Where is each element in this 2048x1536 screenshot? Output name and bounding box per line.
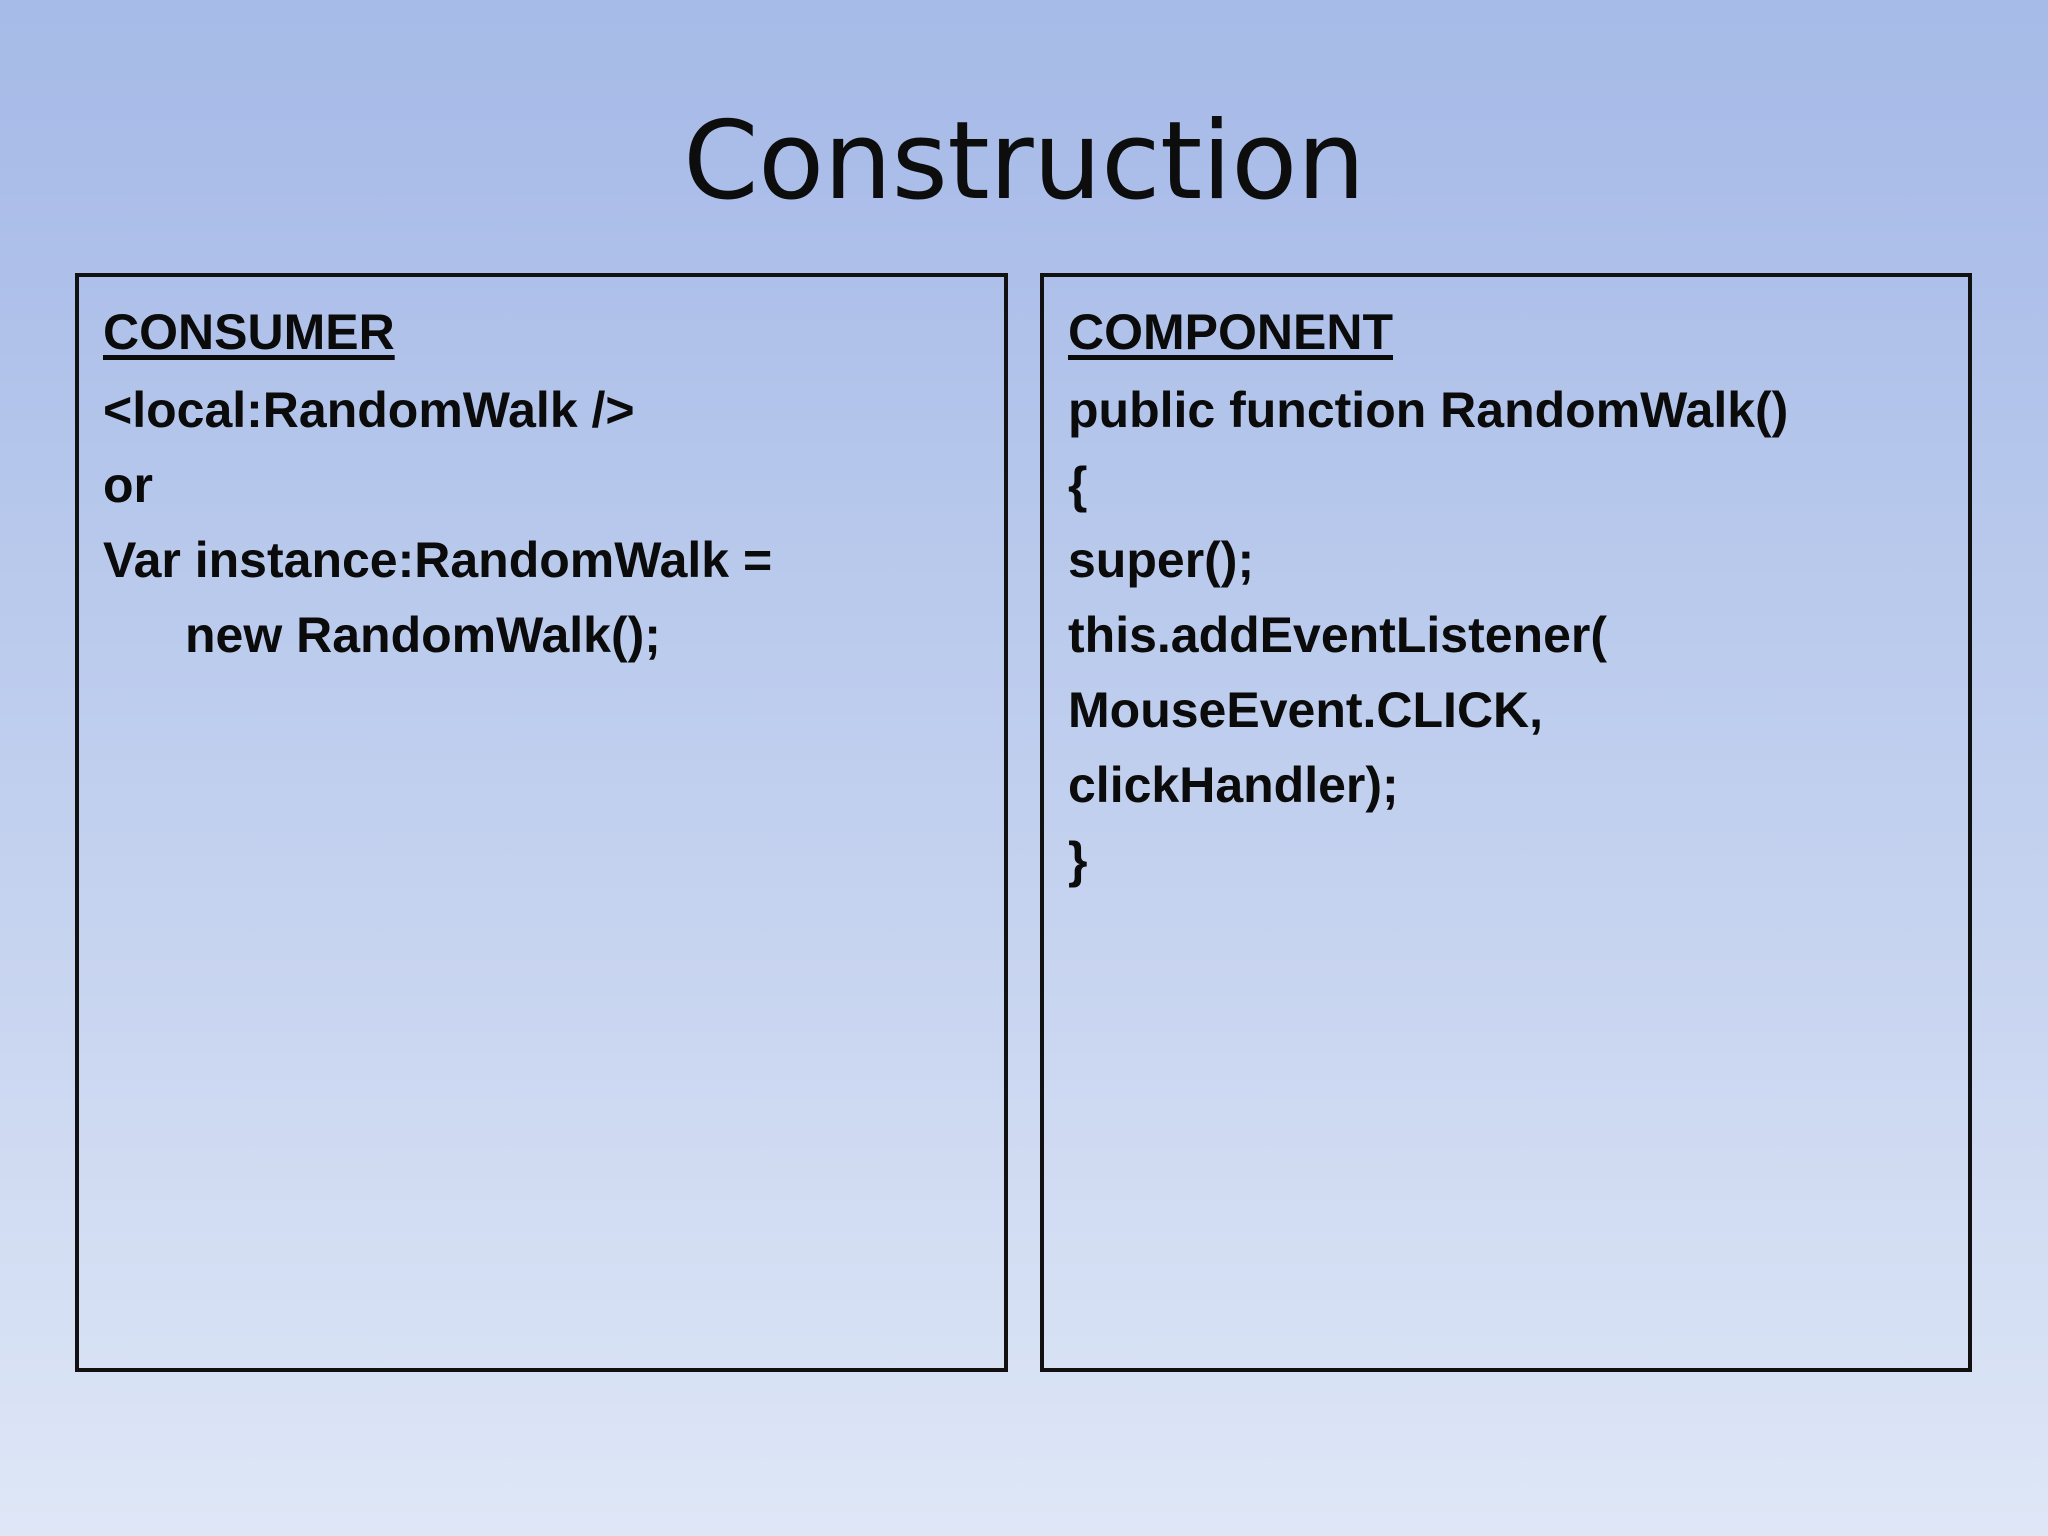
code-line: { <box>1068 457 1088 513</box>
panel-consumer-content: CONSUMER <local:RandomWalk /> or Var ins… <box>79 277 1004 1368</box>
panel-consumer-heading: CONSUMER <box>103 304 395 360</box>
code-line: <local:RandomWalk /> <box>103 382 635 438</box>
panel-consumer: CONSUMER <local:RandomWalk /> or Var ins… <box>75 273 1008 1372</box>
code-line: clickHandler); <box>1068 757 1399 813</box>
code-line: super(); <box>1068 532 1255 588</box>
code-line: this.addEventListener( <box>1068 607 1607 663</box>
code-line: } <box>1068 832 1088 888</box>
code-line: MouseEvent.CLICK, <box>1068 682 1544 738</box>
panel-component-code: public function RandomWalk() { super(); … <box>1068 373 1968 898</box>
panel-component: COMPONENT public function RandomWalk() {… <box>1040 273 1972 1372</box>
panel-component-heading: COMPONENT <box>1068 304 1393 360</box>
panel-component-content: COMPONENT public function RandomWalk() {… <box>1044 277 1968 1368</box>
code-line: Var instance:RandomWalk = <box>103 532 773 588</box>
page-title: Construction <box>683 99 1365 224</box>
code-line: public function RandomWalk() <box>1068 382 1789 438</box>
code-line: or <box>103 457 153 513</box>
code-line: new RandomWalk(); <box>185 607 661 663</box>
panel-consumer-code: <local:RandomWalk /> or Var instance:Ran… <box>103 373 1004 673</box>
